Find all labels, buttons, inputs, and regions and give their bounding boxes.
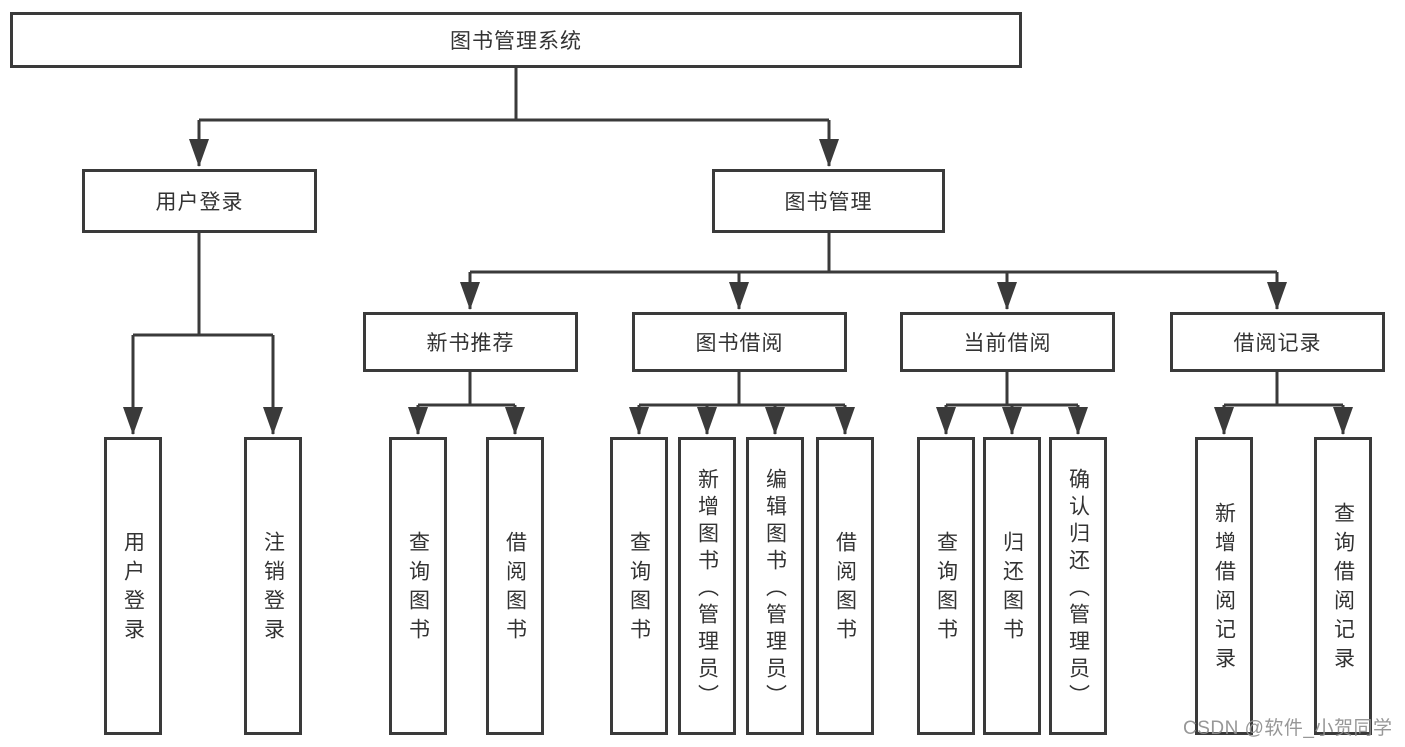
watermark: CSDN @软件_小贺同学 [1183,718,1393,739]
leaf-query-books: 查询图书 [610,437,668,735]
leaf-confirm-return-admin: 确认归还（管理员） [1049,437,1107,735]
leaf-query-books: 查询图书 [917,437,975,735]
node-book-borrowing: 图书借阅 [632,312,847,372]
node-current-borrowing: 当前借阅 [900,312,1115,372]
leaf-return-books: 归还图书 [983,437,1041,735]
leaf-user-login: 用户登录 [104,437,162,735]
node-borrowing-records: 借阅记录 [1170,312,1385,372]
leaf-borrow-books: 借阅图书 [816,437,874,735]
leaf-edit-book-admin: 编辑图书（管理员） [746,437,804,735]
leaf-add-borrow-record: 新增借阅记录 [1195,437,1253,735]
leaf-logout: 注销登录 [244,437,302,735]
leaf-borrow-books: 借阅图书 [486,437,544,735]
node-library-system: 图书管理系统 [10,12,1022,68]
leaf-query-books: 查询图书 [389,437,447,735]
leaf-add-book-admin: 新增图书（管理员） [678,437,736,735]
node-book-management: 图书管理 [712,169,945,233]
leaf-query-borrow-record: 查询借阅记录 [1314,437,1372,735]
node-user-login: 用户登录 [82,169,317,233]
node-new-book-recommendation: 新书推荐 [363,312,578,372]
